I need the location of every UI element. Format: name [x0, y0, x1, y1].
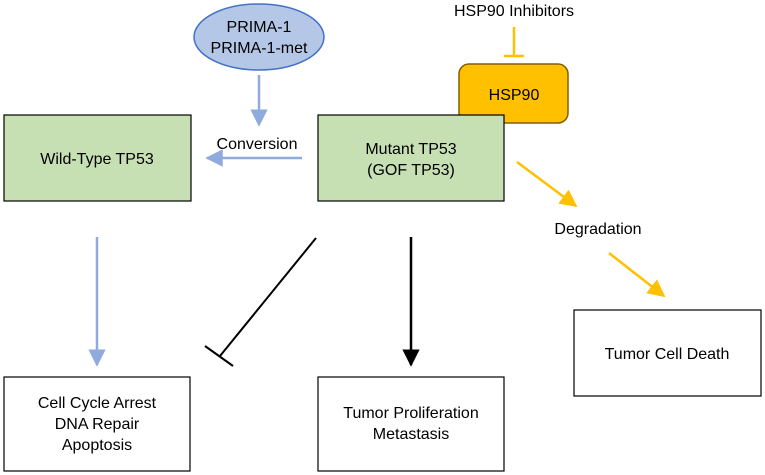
mutant-label-1: Mutant TP53 — [365, 141, 456, 158]
prima-label-1: PRIMA-1 — [227, 19, 292, 36]
degradation-arrow-2 — [608, 252, 666, 298]
hsp90-label: HSP90 — [489, 87, 540, 104]
wild-type-label: Wild-Type TP53 — [40, 151, 154, 168]
prima-node: PRIMA-1 PRIMA-1-met — [193, 3, 325, 71]
tumor-cell-death-node: Tumor Cell Death — [573, 309, 762, 397]
cell-cycle-node: Cell Cycle Arrest DNA Repair Apoptosis — [3, 376, 191, 472]
prima-label-2: PRIMA-1-met — [211, 40, 308, 57]
degradation-arrow-1 — [516, 160, 578, 208]
cell-cycle-label-2: DNA Repair — [55, 416, 140, 433]
cell-cycle-label-1: Cell Cycle Arrest — [38, 395, 157, 412]
mutant-node: Mutant TP53 (GOF TP53) — [317, 114, 505, 202]
tumor-proliferation-label-1: Tumor Proliferation — [343, 405, 478, 422]
hsp90-inhibition-edge — [504, 27, 524, 58]
mutant-inhibition-edge — [204, 237, 317, 367]
tumor-cell-death-label: Tumor Cell Death — [605, 346, 730, 363]
wild-type-node: Wild-Type TP53 — [3, 114, 192, 202]
degradation-label: Degradation — [554, 221, 641, 238]
mutant-label-2: (GOF TP53) — [367, 162, 455, 179]
conversion-label: Conversion — [217, 136, 298, 153]
tumor-proliferation-label-2: Metastasis — [373, 426, 449, 443]
hsp90-node — [458, 63, 569, 124]
tumor-proliferation-node: Tumor Proliferation Metastasis — [317, 376, 505, 472]
hsp90-inhibitors-label: HSP90 Inhibitors — [454, 3, 574, 20]
cell-cycle-label-3: Apoptosis — [62, 437, 132, 454]
